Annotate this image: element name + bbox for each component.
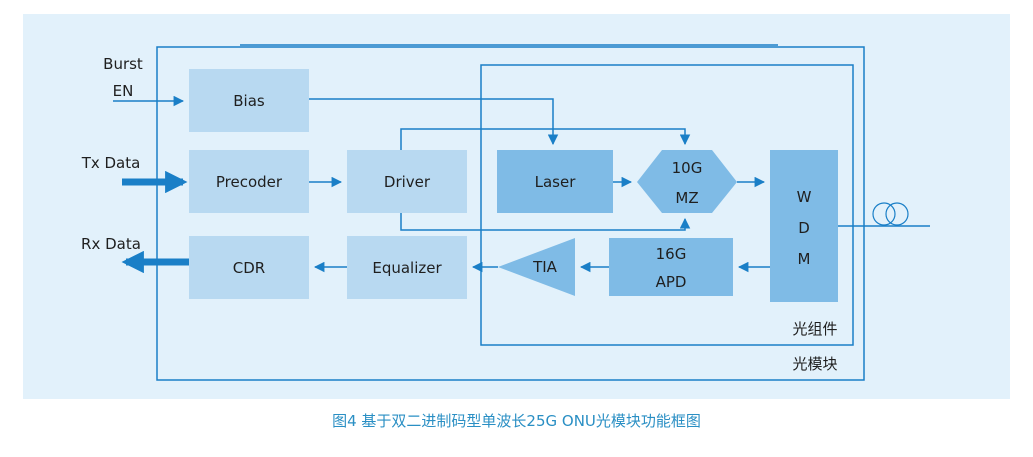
driver-to-mz-bottom-arrow (400, 213, 691, 231)
tia-block (498, 238, 575, 296)
laser-block (497, 150, 613, 213)
optical-component-label: 光组件 (792, 320, 837, 338)
cdr-label: CDR (233, 259, 265, 277)
optical-module-label: 光模块 (792, 355, 837, 373)
precoder-label: Precoder (216, 173, 283, 191)
burst-label: Burst (103, 55, 143, 73)
bias-block (189, 69, 309, 132)
fiber-coil-icon (885, 202, 909, 226)
laser-label: Laser (535, 173, 577, 191)
apd-block (609, 238, 733, 296)
fiber-coil-icon (872, 202, 896, 226)
driver-label: Driver (384, 173, 431, 191)
equalizer-label: Equalizer (372, 259, 442, 277)
figure-caption: 图4 基于双二进制码型单波长25G ONU光模块功能框图 (332, 412, 701, 430)
optical-component-border (480, 64, 854, 346)
en-label: EN (113, 82, 134, 100)
equalizer-block (347, 236, 467, 299)
driver-to-mz-top-arrow (400, 128, 691, 150)
wdm-label-m: M (798, 250, 811, 268)
mz-label-line2: MZ (675, 189, 698, 207)
mz-label-line1: 10G (672, 159, 703, 177)
cdr-block (189, 236, 309, 299)
wdm-block (770, 150, 838, 302)
apd-label-line1: 16G (656, 245, 687, 263)
optical-module-border (156, 46, 865, 381)
precoder-block (189, 150, 309, 213)
bias-label: Bias (233, 92, 265, 110)
driver-block (347, 150, 467, 213)
tia-label: TIA (532, 258, 558, 276)
apd-label-line2: APD (656, 273, 687, 291)
wdm-label-d: D (798, 219, 810, 237)
tx-data-label: Tx Data (81, 154, 141, 172)
mz-modulator-block (637, 150, 737, 213)
wdm-label-w: W (797, 188, 812, 206)
rx-data-label: Rx Data (81, 235, 141, 253)
